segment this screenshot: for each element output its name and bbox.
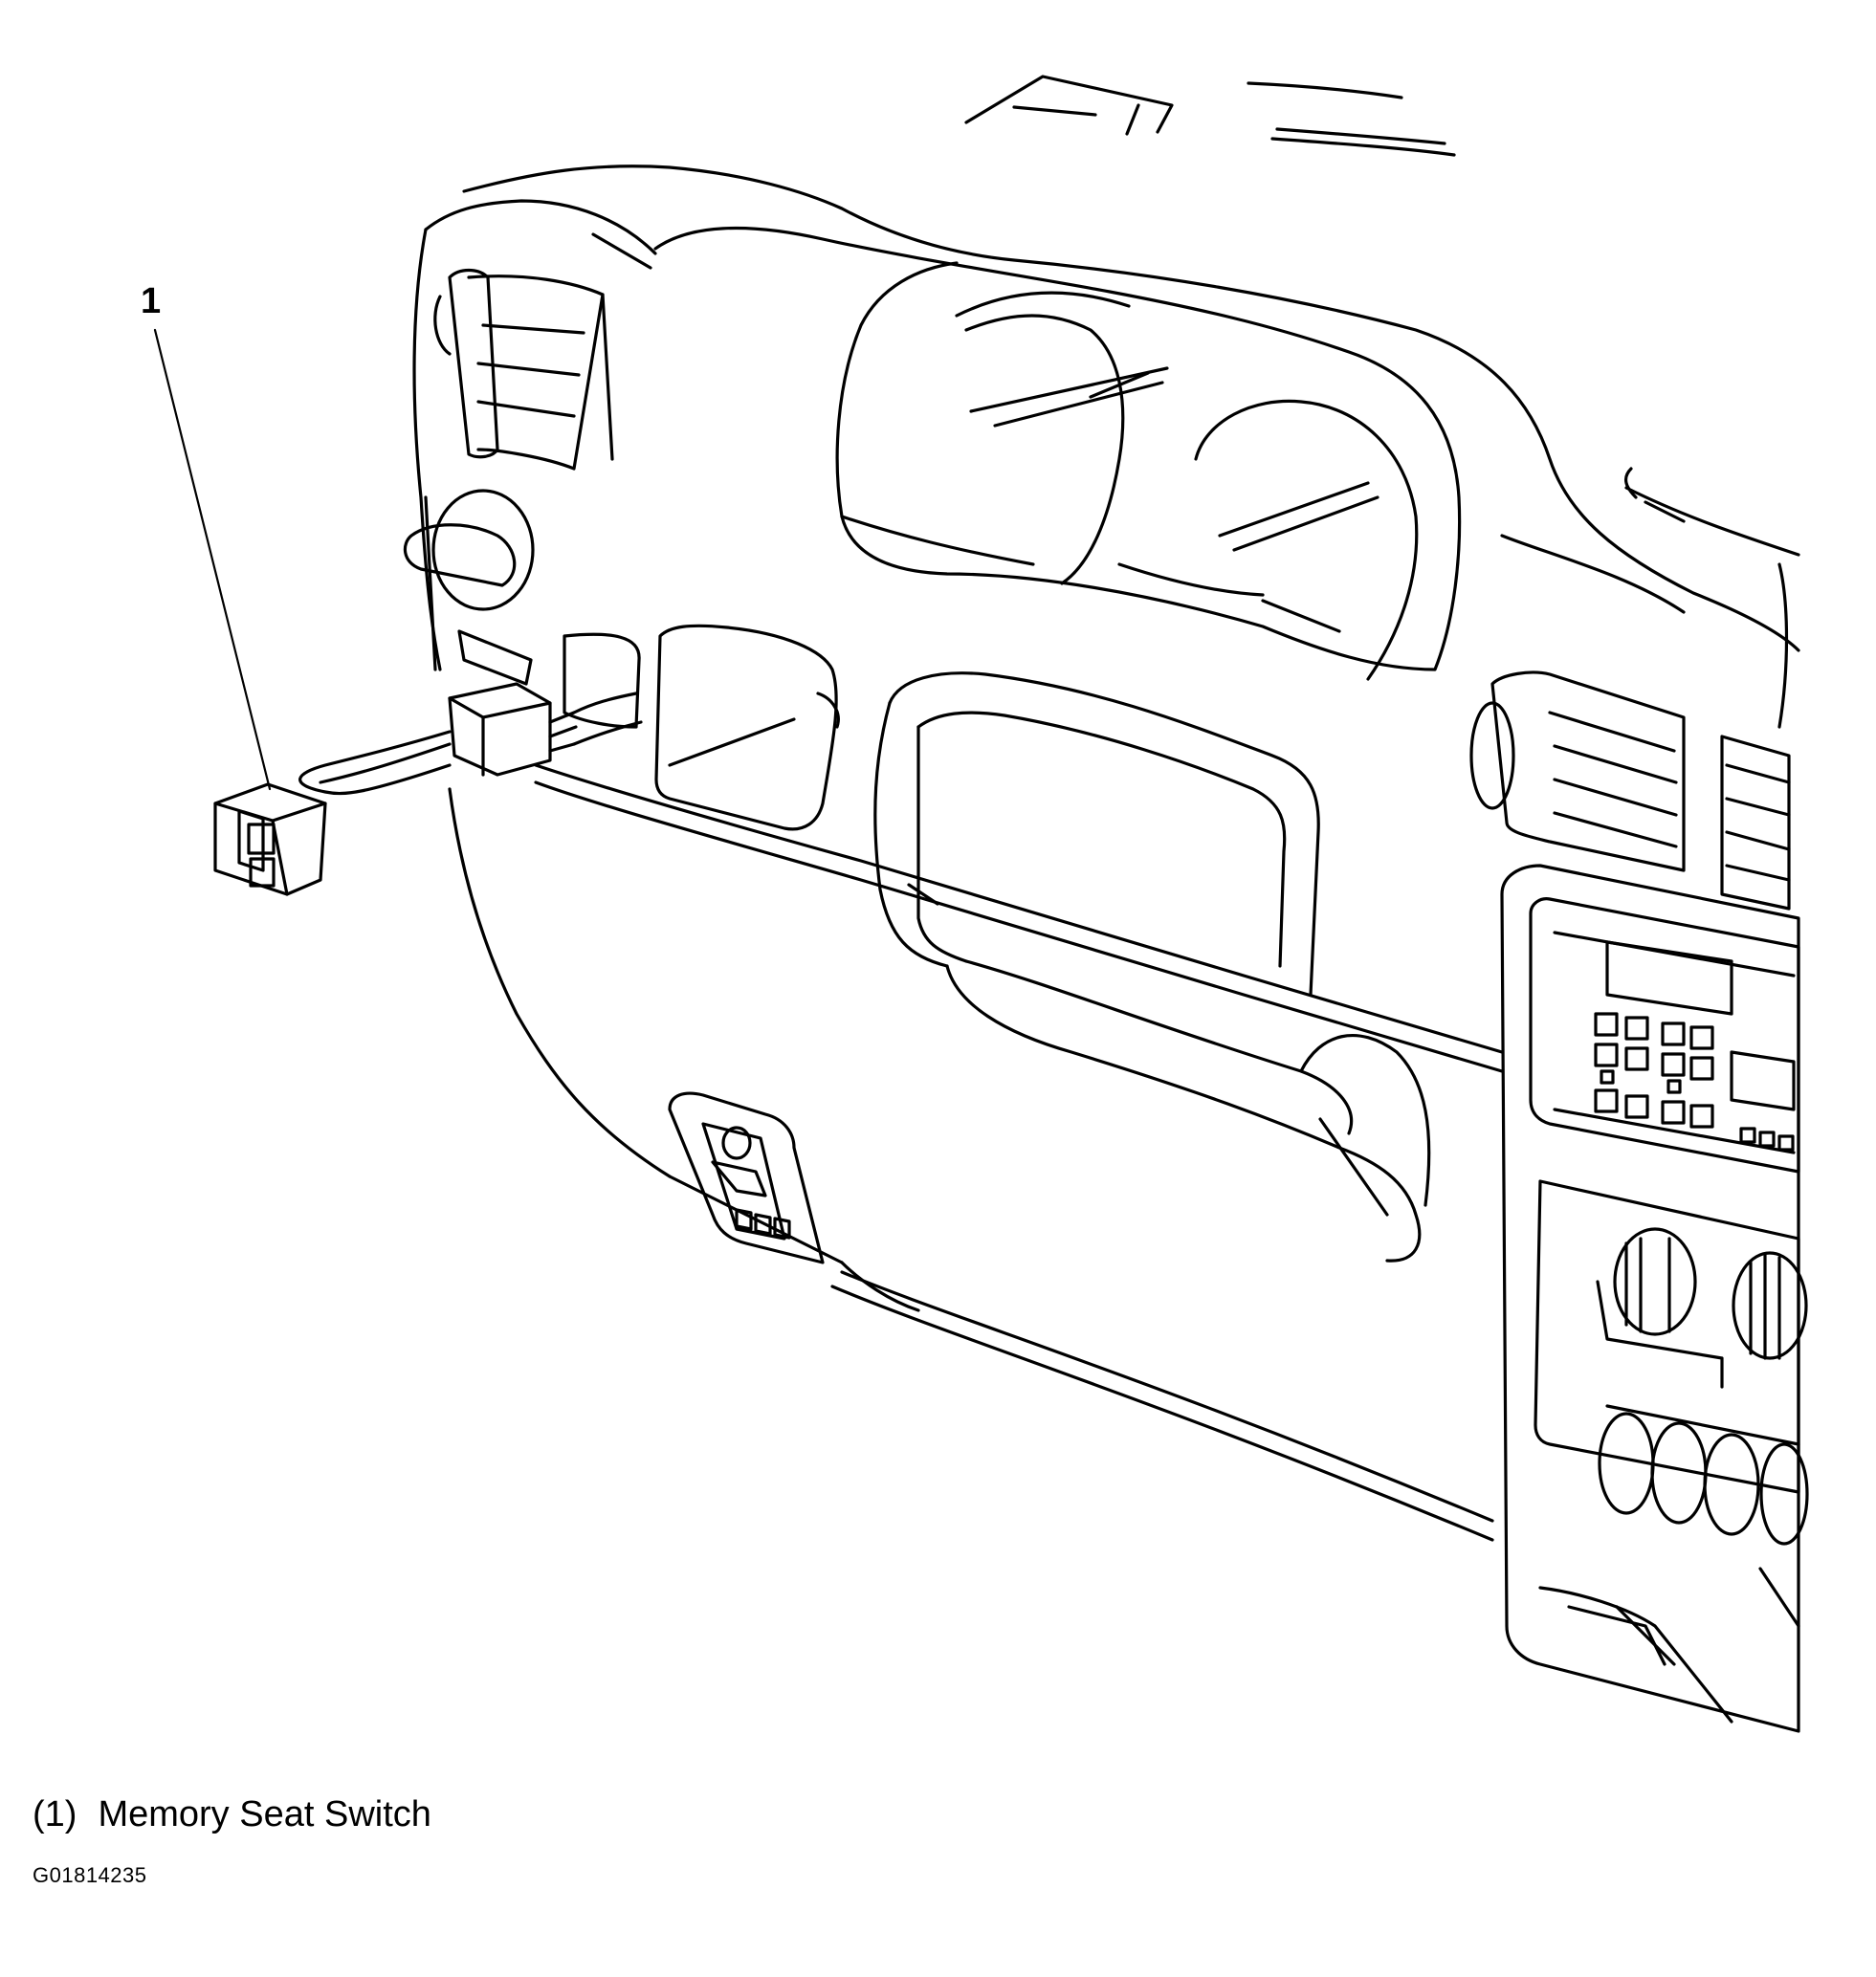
dashboard-illustration (153, 75, 1809, 1733)
lower-switch-bezel (668, 1091, 825, 1264)
legend-caption-label: Memory Seat Switch (98, 1794, 431, 1834)
switch-opening (563, 632, 641, 729)
callout-number-1: 1 (141, 281, 162, 321)
figure-id: G01814235 (33, 1863, 147, 1887)
instrument-cluster (653, 226, 1462, 681)
left-lower-recess (654, 624, 840, 831)
wiring-harness (298, 682, 643, 796)
radio-head-unit (1500, 864, 1800, 1733)
steering-column-opening (873, 671, 1431, 1263)
lower-center-panel (1538, 1567, 1800, 1724)
headlamp-knob (403, 489, 535, 686)
center-air-vents (1469, 670, 1791, 911)
callout-leader-line (153, 328, 272, 791)
legend-caption-number: (1) (33, 1794, 77, 1834)
left-air-vent (433, 268, 614, 471)
climate-controls (1534, 1179, 1809, 1546)
legend-caption: (1) Memory Seat Switch (33, 1796, 431, 1833)
memory-seat-switch-drawing (213, 782, 327, 896)
windshield-edge (964, 75, 1456, 157)
dashboard-outline (412, 165, 1800, 729)
